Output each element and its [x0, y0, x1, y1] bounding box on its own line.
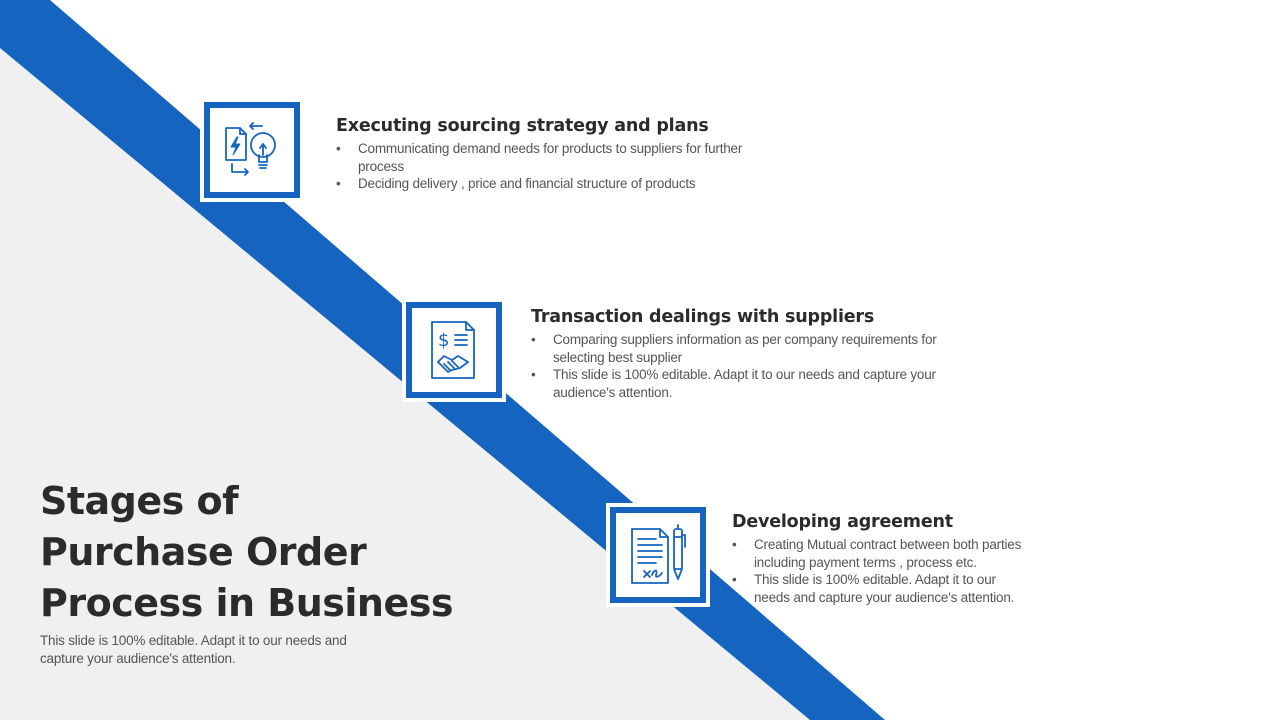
- list-item: • Communicating demand needs for products…: [336, 140, 776, 175]
- stage-3-icon-card: [606, 503, 710, 607]
- page-title-line-2: Purchase Order: [40, 530, 367, 574]
- stage-1-title: Executing sourcing strategy and plans: [336, 116, 709, 136]
- stage-3-title: Developing agreement: [732, 512, 953, 532]
- stage-2-bullets: • Comparing suppliers information as per …: [531, 331, 971, 401]
- bullet-text: Communicating demand needs for products …: [358, 141, 743, 174]
- bullet-dot: •: [732, 537, 737, 552]
- list-item: • Deciding delivery , price and financial…: [336, 175, 776, 193]
- stage-3-icon-frame: [610, 507, 706, 603]
- strategy-bulb-icon: [225, 122, 276, 176]
- bullet-dot: •: [732, 572, 737, 587]
- bullet-text: Deciding delivery , price and financial …: [358, 176, 696, 191]
- stage-2-icon-card: $: [402, 298, 506, 402]
- list-item: • Comparing suppliers information as per …: [531, 331, 971, 366]
- page-title-line-1: Stages of: [40, 479, 239, 523]
- stage-2-text: Transaction dealings with suppliers • Com…: [531, 307, 971, 401]
- handshake-dollar-icon: $: [431, 321, 475, 379]
- bullet-text: This slide is 100% editable. Adapt it to…: [754, 572, 1015, 605]
- list-item: • Creating Mutual contract between both p…: [732, 536, 1032, 571]
- bullet-text: Creating Mutual contract between both pa…: [754, 537, 1022, 570]
- bullet-dot: •: [531, 332, 536, 347]
- svg-text:$: $: [438, 330, 449, 351]
- list-item: • This slide is 100% editable. Adapt it t…: [531, 366, 971, 401]
- stage-1-bullets: • Communicating demand needs for products…: [336, 140, 776, 193]
- bullet-dot: •: [336, 141, 341, 156]
- bullet-dot: •: [336, 176, 341, 191]
- page-title-line-3: Process in Business: [40, 581, 454, 625]
- stage-3-text: Developing agreement • Creating Mutual co…: [732, 512, 1172, 606]
- contract-pen-icon: [631, 524, 686, 584]
- bullet-text: This slide is 100% editable. Adapt it to…: [553, 367, 936, 400]
- page-subtitle: This slide is 100% editable. Adapt it to…: [40, 633, 347, 666]
- stage-3-bullets: • Creating Mutual contract between both p…: [732, 536, 1032, 606]
- bullet-text: Comparing suppliers information as per c…: [553, 332, 937, 365]
- bullet-dot: •: [531, 367, 536, 382]
- stage-1-icon-card: [200, 98, 304, 202]
- list-item: • This slide is 100% editable. Adapt it t…: [732, 571, 1032, 606]
- page-title: Stages of Purchase Order Process in Busi…: [40, 476, 460, 629]
- stage-2-icon-frame: [406, 302, 502, 398]
- stage-2-title: Transaction dealings with suppliers: [531, 307, 875, 327]
- stage-1-text: Executing sourcing strategy and plans • C…: [336, 116, 776, 193]
